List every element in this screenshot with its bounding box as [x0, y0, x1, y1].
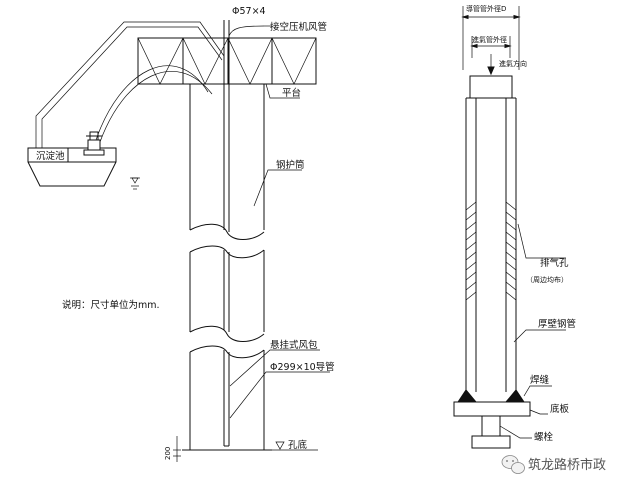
watermark: 筑龙路桥市政 — [501, 455, 606, 474]
right-leaders — [499, 223, 566, 439]
note-label: 说明：尺寸单位为mm. — [62, 299, 160, 311]
bolt-label: 螺栓 — [534, 431, 554, 443]
air-pipe-label: 接空压机风管 — [270, 21, 327, 33]
thick-wall-pipe — [465, 75, 517, 392]
watermark-text: 筑龙路桥市政 — [528, 457, 606, 473]
dimension-lines — [461, 6, 521, 76]
guide-od-label: 導管管外徑D — [466, 4, 506, 13]
steel-casing-label: 钢护筒 — [276, 159, 305, 171]
vent-note-label: （周边均布） — [526, 275, 568, 284]
air-bag-label: 悬挂式风包 — [270, 339, 318, 351]
bottom-plate-label: 底板 — [550, 403, 570, 415]
pipe-spec-label: Φ57×4 — [232, 6, 266, 17]
platform-frame — [137, 37, 317, 85]
discharge-hose — [35, 21, 225, 148]
right-assembly: 導管管外徑D 進氣管外徑 進氣方向 排气孔 （周边均布） 厚壁钢管 焊缝 底板 … — [453, 4, 576, 449]
thick-pipe-label: 厚壁钢管 — [538, 318, 576, 330]
inlet-od-label: 進氣管外徑 — [472, 35, 507, 44]
air-direction-label: 進氣方向 — [499, 59, 527, 68]
settling-tank — [27, 131, 140, 190]
vent-hole-hatching — [465, 201, 517, 301]
platform-label: 平台 — [282, 87, 301, 99]
inner-pipes — [223, 20, 265, 447]
steel-casing-column — [182, 84, 272, 451]
hole-bottom-label: 孔底 — [288, 439, 308, 451]
wechat-icon — [501, 455, 525, 474]
depth-label: 200 — [164, 447, 172, 460]
left-assembly: Φ57×4 接空压机风管 平台 沉淀池 钢护筒 说明：尺寸单位为mm. 悬挂式风… — [27, 6, 335, 462]
left-leaders — [229, 25, 330, 419]
vent-holes-label: 排气孔 — [540, 257, 569, 269]
weld-label: 焊缝 — [530, 374, 550, 386]
guide-pipe-label: Φ299×10导管 — [270, 361, 335, 373]
settling-tank-label: 沉淀池 — [36, 150, 65, 162]
hole-bottom-mark — [173, 436, 318, 462]
base-assembly — [453, 389, 531, 449]
